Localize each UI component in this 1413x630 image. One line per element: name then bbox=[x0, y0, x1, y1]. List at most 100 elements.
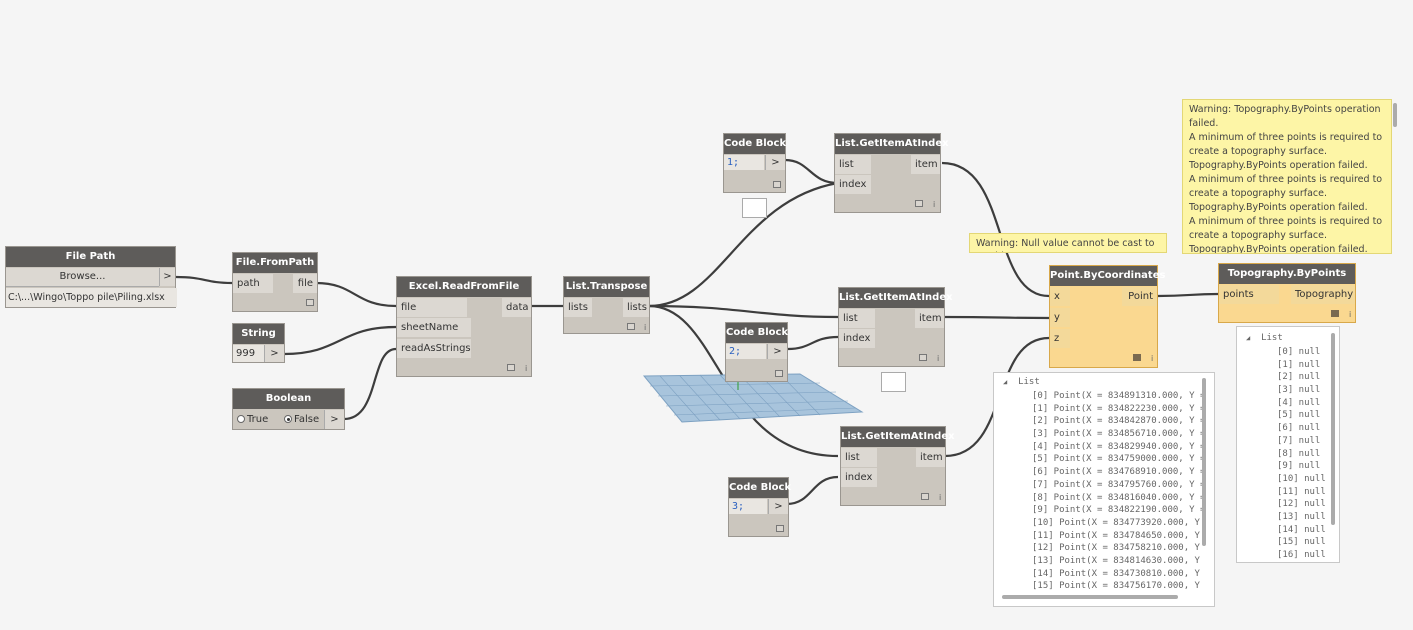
node-title: File Path bbox=[6, 247, 175, 267]
preview-toggle-icon[interactable] bbox=[773, 181, 781, 188]
input-port-sheetname[interactable]: sheetName bbox=[397, 318, 471, 337]
string-node[interactable]: String 999 > bbox=[232, 323, 285, 363]
list-item: [0] null bbox=[1277, 347, 1321, 357]
list-item: [5] null bbox=[1277, 410, 1321, 421]
input-port-points[interactable]: points bbox=[1219, 285, 1279, 304]
output-port-item[interactable]: item bbox=[915, 309, 944, 328]
input-port-y[interactable]: y bbox=[1050, 308, 1070, 327]
list-item: [3] null bbox=[1277, 385, 1321, 396]
output-port-file[interactable]: file bbox=[293, 274, 317, 293]
list-item: [15] Point(X = 834756170.000, Y bbox=[1032, 581, 1200, 592]
code-block-node-3[interactable]: Code Block 3; > bbox=[728, 477, 791, 537]
list-item: [4] null bbox=[1277, 397, 1321, 408]
output-port-lists[interactable]: lists bbox=[623, 298, 649, 317]
preview-toggle-icon[interactable] bbox=[919, 354, 927, 361]
node-title: Code Block bbox=[729, 478, 791, 498]
input-port-path[interactable]: path bbox=[233, 274, 273, 293]
point-output-preview[interactable]: ◢ List [0] Point(X = 834891310.000, Y =[… bbox=[993, 372, 1215, 607]
output-arrow[interactable]: > bbox=[264, 345, 284, 362]
vertical-scrollbar[interactable] bbox=[1202, 378, 1206, 546]
code-editor[interactable]: 3; bbox=[729, 499, 767, 514]
node-title: List.GetItemAtIndex bbox=[839, 288, 953, 308]
wire-string-to-excel bbox=[283, 325, 397, 356]
warning-line: Topography.ByPoints operation failed. bbox=[1189, 160, 1368, 171]
output-arrow[interactable]: > bbox=[767, 344, 787, 359]
output-arrow[interactable]: > bbox=[324, 410, 344, 429]
node-title: String bbox=[233, 324, 284, 344]
boolean-node[interactable]: Boolean True False > bbox=[232, 388, 345, 430]
string-input-field[interactable]: 999 bbox=[233, 345, 264, 362]
warning-line: failed. bbox=[1189, 118, 1219, 129]
node-title: Code Block bbox=[724, 134, 786, 154]
input-port-list[interactable]: list bbox=[839, 309, 875, 328]
list-getitematindex-node-3[interactable]: List.GetItemAtIndex list index item i bbox=[840, 426, 955, 506]
code-editor[interactable]: 2; bbox=[726, 344, 766, 359]
output-port-item[interactable]: item bbox=[911, 155, 940, 174]
list-item: [16] null bbox=[1277, 550, 1326, 560]
code-editor[interactable]: 1; bbox=[724, 155, 764, 170]
list-item: [6] null bbox=[1277, 423, 1321, 434]
list-getitematindex-node-1[interactable]: List.GetItemAtIndex list index item i bbox=[834, 133, 949, 213]
file-path-value: C:\...\Wingo\Toppo pile\Piling.xlsx bbox=[6, 288, 177, 307]
wire-transpose-to-gia1 bbox=[648, 181, 839, 308]
output-port-data[interactable]: data bbox=[502, 298, 531, 317]
list-item: [7] null bbox=[1277, 435, 1321, 446]
file-frompath-node[interactable]: File.FromPath path file bbox=[232, 252, 318, 312]
input-port-x[interactable]: x bbox=[1050, 287, 1070, 306]
output-port-topography[interactable]: Topography bbox=[1291, 285, 1355, 304]
preview-toggle-icon[interactable] bbox=[306, 299, 314, 306]
list-item: [12] null bbox=[1277, 499, 1326, 510]
horizontal-scrollbar[interactable] bbox=[1002, 595, 1178, 599]
output-arrow[interactable]: > bbox=[765, 155, 785, 170]
output-arrow[interactable]: > bbox=[159, 268, 175, 286]
list-item: [11] Point(X = 834784650.000, Y bbox=[1032, 530, 1200, 541]
output-port-item[interactable]: item bbox=[916, 448, 945, 467]
browse-button[interactable]: Browse... bbox=[6, 268, 159, 287]
node-title: Point.ByCoordinates bbox=[1050, 266, 1165, 286]
code-block-node-1[interactable]: Code Block 1; > bbox=[723, 133, 786, 193]
input-port-index[interactable]: index bbox=[841, 468, 877, 487]
input-port-list[interactable]: list bbox=[835, 155, 871, 174]
preview-toggle-icon[interactable] bbox=[1331, 310, 1339, 317]
preview-toggle-icon[interactable] bbox=[915, 200, 923, 207]
list-transpose-node[interactable]: List.Transpose lists lists i bbox=[563, 276, 650, 334]
radio-false[interactable]: False bbox=[284, 413, 319, 427]
output-port-point[interactable]: Point bbox=[1122, 287, 1157, 306]
wire-frompath-to-excel bbox=[315, 281, 397, 308]
preview-toggle-icon[interactable] bbox=[921, 493, 929, 500]
input-port-lists[interactable]: lists bbox=[564, 298, 592, 317]
wire-transpose-to-gia2 bbox=[648, 304, 839, 319]
list-item: [14] null bbox=[1277, 524, 1326, 535]
input-port-index[interactable]: index bbox=[835, 175, 871, 194]
radio-true[interactable]: True bbox=[237, 413, 268, 427]
list-item: [3] Point(X = 834856710.000, Y = bbox=[1032, 429, 1206, 440]
input-port-index[interactable]: index bbox=[839, 329, 875, 348]
list-item: [1] null bbox=[1277, 359, 1321, 370]
list-item: [10] null bbox=[1277, 473, 1326, 484]
topography-bypoints-node[interactable]: Topography.ByPoints points Topography i bbox=[1218, 263, 1356, 323]
list-item: [14] Point(X = 834730810.000, Y bbox=[1032, 568, 1200, 579]
preview-toggle-icon[interactable] bbox=[627, 323, 635, 330]
excel-readfromfile-node[interactable]: Excel.ReadFromFile file sheetName readAs… bbox=[396, 276, 532, 377]
collapse-triangle-icon[interactable]: ◢ bbox=[1003, 378, 1008, 386]
point-bycoordinates-node[interactable]: Point.ByCoordinates x y z Point i bbox=[1049, 265, 1165, 368]
input-port-file[interactable]: file bbox=[397, 298, 467, 317]
input-port-z[interactable]: z bbox=[1050, 329, 1070, 348]
preview-toggle-icon[interactable] bbox=[775, 370, 783, 377]
topography-output-preview[interactable]: ◢ List [0] null[1] null[2] null[3] null[… bbox=[1236, 326, 1340, 563]
list-item: [1] Point(X = 834822230.000, Y = bbox=[1032, 403, 1206, 414]
preview-toggle-icon[interactable] bbox=[507, 364, 515, 371]
point-warning-tooltip: Warning: Null value cannot be cast to Do… bbox=[969, 233, 1167, 253]
list-getitematindex-node-2[interactable]: List.GetItemAtIndex list index item i bbox=[838, 287, 953, 367]
radio-true-label: True bbox=[247, 414, 269, 425]
input-port-list[interactable]: list bbox=[841, 448, 877, 467]
input-port-readasstrings[interactable]: readAsStrings bbox=[397, 339, 471, 358]
file-path-node[interactable]: File Path Browse... > C:\...\Wingo\Toppo… bbox=[5, 246, 177, 308]
tooltip-scrollbar[interactable] bbox=[1393, 103, 1397, 127]
preview-toggle-icon[interactable] bbox=[776, 525, 784, 532]
vertical-scrollbar[interactable] bbox=[1331, 333, 1335, 525]
collapse-triangle-icon[interactable]: ◢ bbox=[1246, 334, 1251, 342]
preview-toggle-icon[interactable] bbox=[1133, 354, 1141, 361]
output-arrow[interactable]: > bbox=[768, 499, 788, 514]
code-block-node-2[interactable]: Code Block 2; > bbox=[725, 322, 788, 382]
